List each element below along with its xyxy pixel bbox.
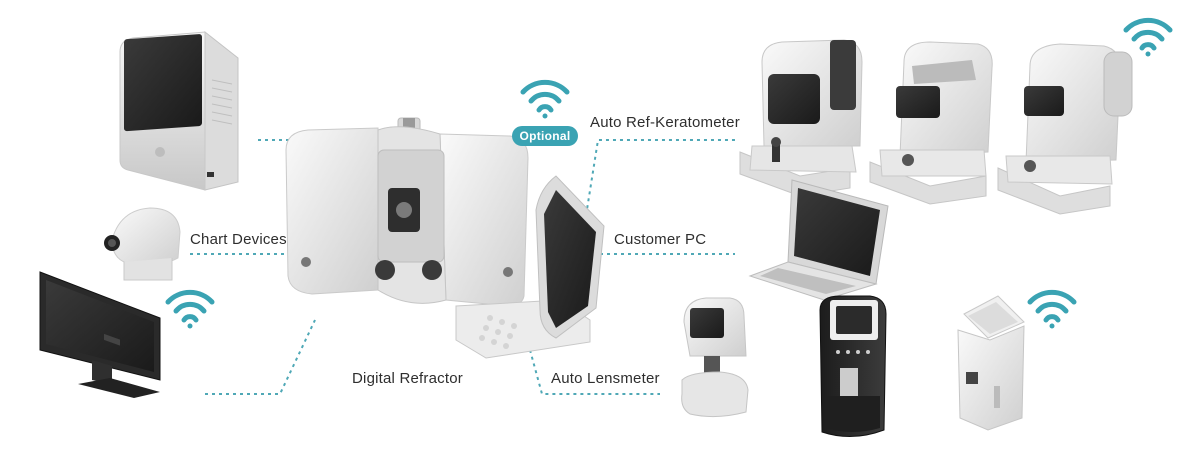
- wifi-icon: [1123, 17, 1173, 57]
- auto-ref-keratometer-1: [739, 39, 863, 197]
- chart-device-monitor: [119, 30, 239, 191]
- label-auto-lensmeter: Auto Lensmeter: [551, 370, 660, 387]
- connector-lines: [190, 139, 735, 395]
- auto-lensmeter-1: [681, 297, 749, 418]
- chart-device-projector: [104, 207, 181, 281]
- connector-lensmeter: [529, 349, 660, 395]
- wifi-icon: [165, 289, 215, 329]
- label-auto-ref-keratometer: Auto Ref-Keratometer: [590, 114, 740, 131]
- auto-lensmeter-3: [957, 295, 1025, 431]
- auto-lensmeter-2: [819, 295, 887, 438]
- auto-ref-keratometer-3: [997, 43, 1133, 215]
- customer-pc-laptop: [748, 179, 889, 301]
- label-customer-pc: Customer PC: [614, 231, 707, 248]
- chart-device-flat-monitor: [39, 271, 161, 398]
- connector-akr: [584, 139, 735, 223]
- label-chart-devices: Chart Devices: [190, 231, 287, 248]
- wifi-icon: [1027, 289, 1077, 329]
- wifi-icon: [520, 79, 570, 119]
- connector-monitor: [205, 319, 316, 395]
- label-digital-refractor: Digital Refractor: [352, 370, 463, 387]
- auto-ref-keratometer-2: [869, 41, 993, 205]
- digital-refractor: [285, 117, 605, 359]
- optional-badge: Optional: [512, 126, 578, 146]
